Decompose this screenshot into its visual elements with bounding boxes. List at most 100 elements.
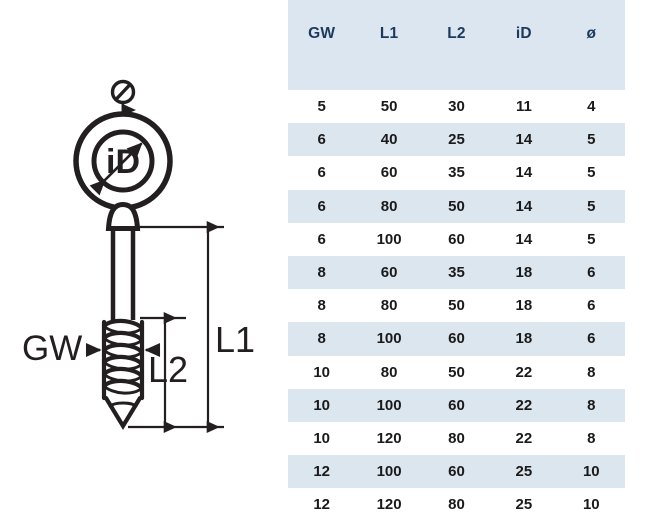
cell-l2: 60 [422, 222, 491, 256]
cell-: 10 [557, 488, 625, 521]
cell-id: 11 [490, 90, 558, 124]
table-header-row: GW L1 L2 iD ø [288, 0, 625, 90]
inner-diameter-arrow [89, 142, 143, 196]
cell-l2: 80 [422, 488, 491, 521]
technical-drawing-panel: iD [0, 0, 288, 516]
cell-id: 22 [490, 388, 558, 422]
cell-id: 14 [490, 222, 558, 256]
svg-text:L1: L1 [215, 319, 255, 360]
cell-gw: 10 [288, 355, 356, 389]
cell-gw: 10 [288, 388, 356, 422]
cell-l1: 60 [355, 255, 423, 290]
cell-gw: 6 [288, 189, 356, 223]
cell-gw: 6 [288, 222, 356, 256]
svg-text:iD: iD [106, 143, 140, 181]
cell-l2: 60 [422, 455, 491, 489]
column-header-l1: L1 [355, 0, 423, 90]
cell-l1: 80 [355, 289, 423, 323]
cell-id: 18 [490, 255, 558, 290]
column-header-gw: GW [288, 0, 356, 90]
cell-: 8 [557, 421, 625, 456]
cell-l2: 25 [422, 123, 491, 157]
cell-id: 18 [490, 289, 558, 323]
cell-id: 22 [490, 421, 558, 456]
cell-gw: 12 [288, 455, 356, 489]
cell-: 10 [557, 455, 625, 489]
cell-l2: 50 [422, 355, 491, 389]
thread-designation-label: GW [22, 329, 82, 368]
cell-id: 14 [490, 189, 558, 223]
cell-l2: 60 [422, 388, 491, 422]
cell-l2: 60 [422, 322, 491, 356]
cell-l2: 35 [422, 255, 491, 290]
cell-l1: 100 [355, 455, 423, 489]
cell-gw: 8 [288, 255, 356, 290]
cell-: 8 [557, 388, 625, 422]
cell-l1: 100 [355, 388, 423, 422]
dimension-L2: L2 [140, 312, 188, 433]
cell-l1: 100 [355, 222, 423, 256]
column-header-diameter: ø [557, 0, 625, 90]
table-header: GW L1 L2 iD ø [288, 0, 625, 90]
column-header-id: iD [490, 0, 558, 90]
column-header-l2: L2 [422, 0, 491, 90]
cell-: 6 [557, 289, 625, 323]
cell-: 5 [557, 123, 625, 157]
cell-id: 14 [490, 156, 558, 190]
cell-l2: 50 [422, 289, 491, 323]
cell-id: 22 [490, 355, 558, 389]
cell-: 4 [557, 90, 625, 124]
inner-diameter-label: iD [106, 143, 140, 181]
cell-: 6 [557, 255, 625, 290]
cell-l2: 80 [422, 421, 491, 456]
cell-l1: 120 [355, 421, 423, 456]
cell-: 5 [557, 222, 625, 256]
shank [110, 228, 136, 320]
screw-thread [101, 318, 145, 431]
cell-l1: 80 [355, 189, 423, 223]
cell-gw: 5 [288, 90, 356, 124]
cell-l1: 80 [355, 355, 423, 389]
svg-text:GW: GW [22, 329, 82, 368]
cell-l1: 40 [355, 123, 423, 157]
cell-l2: 35 [422, 156, 491, 190]
svg-text:L2: L2 [148, 349, 188, 390]
cell-id: 14 [490, 123, 558, 157]
cell-gw: 12 [288, 488, 356, 521]
cell-gw: 6 [288, 156, 356, 190]
cell-l2: 30 [422, 90, 491, 124]
cell-l1: 60 [355, 156, 423, 190]
cell-: 5 [557, 189, 625, 223]
dimension-L1: L1 [128, 221, 255, 433]
cell-: 8 [557, 355, 625, 389]
cell-gw: 8 [288, 289, 356, 323]
cell-l1: 120 [355, 488, 423, 521]
cell-id: 18 [490, 322, 558, 356]
cell-gw: 8 [288, 322, 356, 356]
outer-diameter-symbol [110, 79, 136, 105]
cell-l2: 50 [422, 189, 491, 223]
cell-id: 25 [490, 455, 558, 489]
eye-bolt-drawing: iD [22, 79, 255, 433]
cell-l1: 50 [355, 90, 423, 124]
cell-gw: 10 [288, 421, 356, 456]
cell-id: 25 [490, 488, 558, 521]
cell-gw: 6 [288, 123, 356, 157]
cell-l1: 100 [355, 322, 423, 356]
